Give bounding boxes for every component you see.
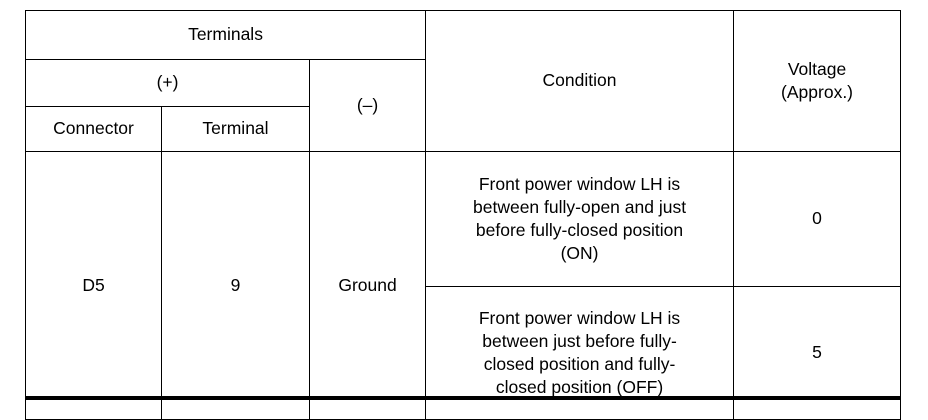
condition-1-line-4: (ON) — [560, 243, 599, 264]
cell-terminal-value: 9 — [161, 151, 310, 420]
header-terminal: Terminal — [161, 106, 310, 152]
condition-1-line-2: between fully-open and just — [473, 196, 687, 217]
header-row-3: Connector Terminal — [25, 106, 901, 152]
table-bottom-rule — [25, 396, 900, 400]
cell-connector-value: D5 — [25, 151, 162, 420]
condition-2-line-2: between just before fully- — [482, 330, 677, 351]
terminal-voltage-table: Terminals Condition Voltage (Approx.) (+… — [24, 10, 902, 420]
header-voltage: Voltage (Approx.) — [733, 10, 902, 152]
header-condition: Condition — [425, 10, 735, 152]
header-terminals: Terminals — [24, 10, 427, 60]
cell-ground-value: Ground — [308, 151, 427, 420]
header-positive: (+) — [25, 59, 310, 107]
condition-1-line-1: Front power window LH is — [478, 173, 681, 194]
condition-2-line-3: closed position and fully- — [483, 354, 676, 374]
header-connector: Connector — [25, 106, 162, 152]
cell-voltage-1: 0 — [733, 151, 902, 287]
header-voltage-line2: (Approx.) — [781, 82, 854, 102]
header-row-2: (+) (–) — [25, 59, 901, 152]
condition-2-line-4: closed position (OFF) — [495, 377, 664, 398]
header-negative: (–) — [308, 59, 427, 152]
table-row: D5 9 Ground Front power window LH is bet… — [25, 151, 902, 420]
condition-1-line-3: before fully-closed position — [475, 220, 684, 240]
header-row-1: Terminals Condition Voltage (Approx.) — [24, 10, 902, 152]
condition-2-line-1: Front power window LH is — [478, 307, 681, 328]
header-voltage-line1: Voltage — [787, 58, 847, 79]
cell-condition-1: Front power window LH is between fully-o… — [425, 151, 735, 287]
page-root: Terminals Condition Voltage (Approx.) (+… — [24, 10, 902, 420]
